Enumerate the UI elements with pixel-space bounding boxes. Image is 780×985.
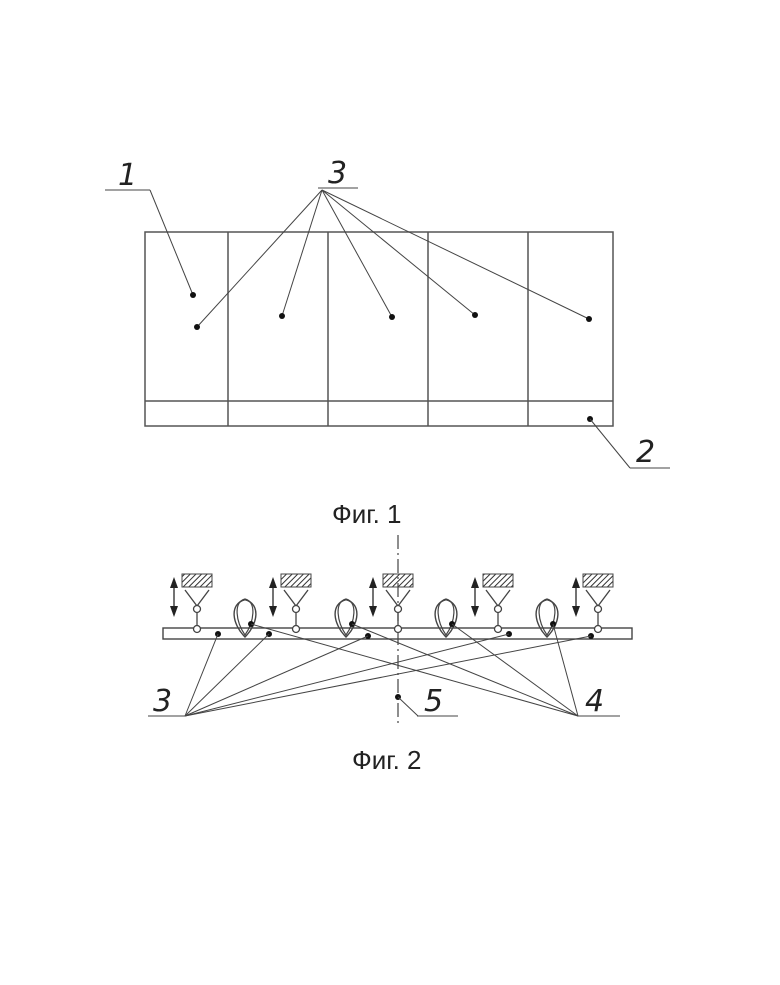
lower-hinge — [293, 626, 300, 633]
label-3-leader-c — [322, 190, 392, 317]
label-1-leader — [150, 190, 193, 295]
label-3-dot-e — [586, 316, 592, 322]
figure-2: 3 4 5 Фиг. 2 — [148, 535, 632, 775]
label-3-leader-a — [197, 190, 322, 327]
arrow-down-icon — [471, 606, 479, 617]
upper-hinge — [293, 606, 300, 613]
arrow-down-icon — [269, 606, 277, 617]
arrow-down-icon — [369, 606, 377, 617]
ceiling-anchor — [383, 574, 413, 587]
fig1-label-3: 3 — [328, 156, 347, 191]
lower-hinge — [194, 626, 201, 633]
fig1-label-1: 1 — [118, 158, 137, 193]
arrow-down-icon — [572, 606, 580, 617]
fig2-leader-4a — [251, 624, 578, 716]
sling-left — [284, 590, 296, 606]
ceiling-anchor — [182, 574, 212, 587]
sling-left — [386, 590, 398, 606]
suspension-unit — [572, 574, 613, 633]
teardrop-loop — [435, 599, 457, 637]
fig2-leader-3d — [185, 634, 509, 716]
arrow-up-icon — [369, 577, 377, 588]
fig1-label-2: 2 — [636, 435, 655, 470]
label-3-leader-b — [282, 190, 322, 316]
fig2-leader-3b — [185, 634, 269, 716]
suspension-unit — [170, 574, 212, 633]
upper-hinge — [395, 606, 402, 613]
fig2-leader-3e — [185, 636, 591, 716]
fig2-label-4: 4 — [585, 684, 604, 719]
fig2-label-5: 5 — [424, 684, 443, 719]
arrow-up-icon — [170, 577, 178, 588]
label-3-dot-b — [279, 313, 285, 319]
arrow-up-icon — [572, 577, 580, 588]
fig2-leader-4d — [553, 624, 578, 716]
suspension-unit — [369, 574, 413, 633]
ceiling-anchor — [281, 574, 311, 587]
fig2-leader-5 — [398, 697, 418, 716]
figure-1: 1 3 2 Фиг. 1 — [105, 156, 670, 529]
upper-hinge — [495, 606, 502, 613]
suspension-unit — [269, 574, 311, 633]
teardrop-loop — [335, 599, 357, 637]
fig2-leader-4b — [352, 624, 578, 716]
arrow-up-icon — [269, 577, 277, 588]
label-3-dot-a — [194, 324, 200, 330]
sling-right — [598, 590, 610, 606]
fig1-caption: Фиг. 1 — [332, 499, 402, 529]
sling-left — [185, 590, 197, 606]
panel-frame — [145, 232, 613, 426]
lower-hinge — [495, 626, 502, 633]
ceiling-anchor — [483, 574, 513, 587]
label-3-dot-c — [389, 314, 395, 320]
sling-right — [296, 590, 308, 606]
fig2-label-3: 3 — [153, 684, 172, 719]
upper-hinge — [194, 606, 201, 613]
fig2-leader-4c — [452, 624, 578, 716]
fig2-caption: Фиг. 2 — [352, 745, 422, 775]
lower-hinge — [395, 626, 402, 633]
suspension-unit — [471, 574, 513, 633]
lower-hinge — [595, 626, 602, 633]
teardrop-loop — [234, 599, 256, 637]
arrow-down-icon — [170, 606, 178, 617]
sling-left — [486, 590, 498, 606]
sling-left — [586, 590, 598, 606]
sling-right — [498, 590, 510, 606]
label-3-dot-d — [472, 312, 478, 318]
arrow-up-icon — [471, 577, 479, 588]
sling-right — [197, 590, 209, 606]
upper-hinge — [595, 606, 602, 613]
sling-right — [398, 590, 410, 606]
ceiling-anchor — [583, 574, 613, 587]
label-1-dot — [190, 292, 196, 298]
